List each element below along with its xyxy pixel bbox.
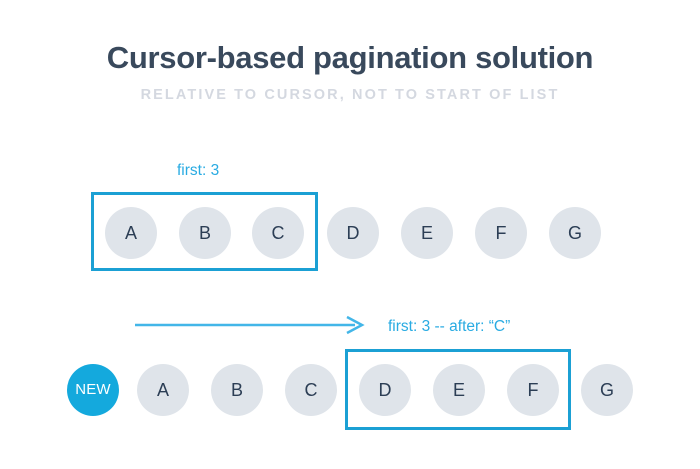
node-row-two-new[interactable]: NEW (67, 364, 119, 416)
node-row-two-a[interactable]: A (137, 364, 189, 416)
node-row-one-c[interactable]: C (252, 207, 304, 259)
node-row-one-g[interactable]: G (549, 207, 601, 259)
row-two-selection-box (345, 349, 571, 430)
row-one-query-label: first: 3 (177, 162, 220, 179)
node-row-one-e[interactable]: E (401, 207, 453, 259)
node-row-two-b[interactable]: B (211, 364, 263, 416)
row-one-selection-box (91, 192, 318, 271)
node-row-one-a[interactable]: A (105, 207, 157, 259)
node-row-two-f[interactable]: F (507, 364, 559, 416)
header: Cursor-based pagination solution Relativ… (0, 38, 700, 104)
node-row-one-f[interactable]: F (475, 207, 527, 259)
node-row-two-d[interactable]: D (359, 364, 411, 416)
page-subtitle: Relative to cursor, not to start of list (140, 87, 560, 103)
node-row-one-b[interactable]: B (179, 207, 231, 259)
node-row-two-c[interactable]: C (285, 364, 337, 416)
node-row-two-g[interactable]: G (581, 364, 633, 416)
row-one-nodes: A B C D E F G (0, 207, 700, 259)
node-row-one-d[interactable]: D (327, 207, 379, 259)
row-two-query-label: first: 3 -- after: “C” (388, 318, 511, 335)
arrow-right-icon (135, 315, 365, 335)
row-two-nodes: NEW A B C D E F G (0, 364, 700, 416)
node-row-two-e[interactable]: E (433, 364, 485, 416)
page-title: Cursor-based pagination solution (106, 40, 594, 75)
